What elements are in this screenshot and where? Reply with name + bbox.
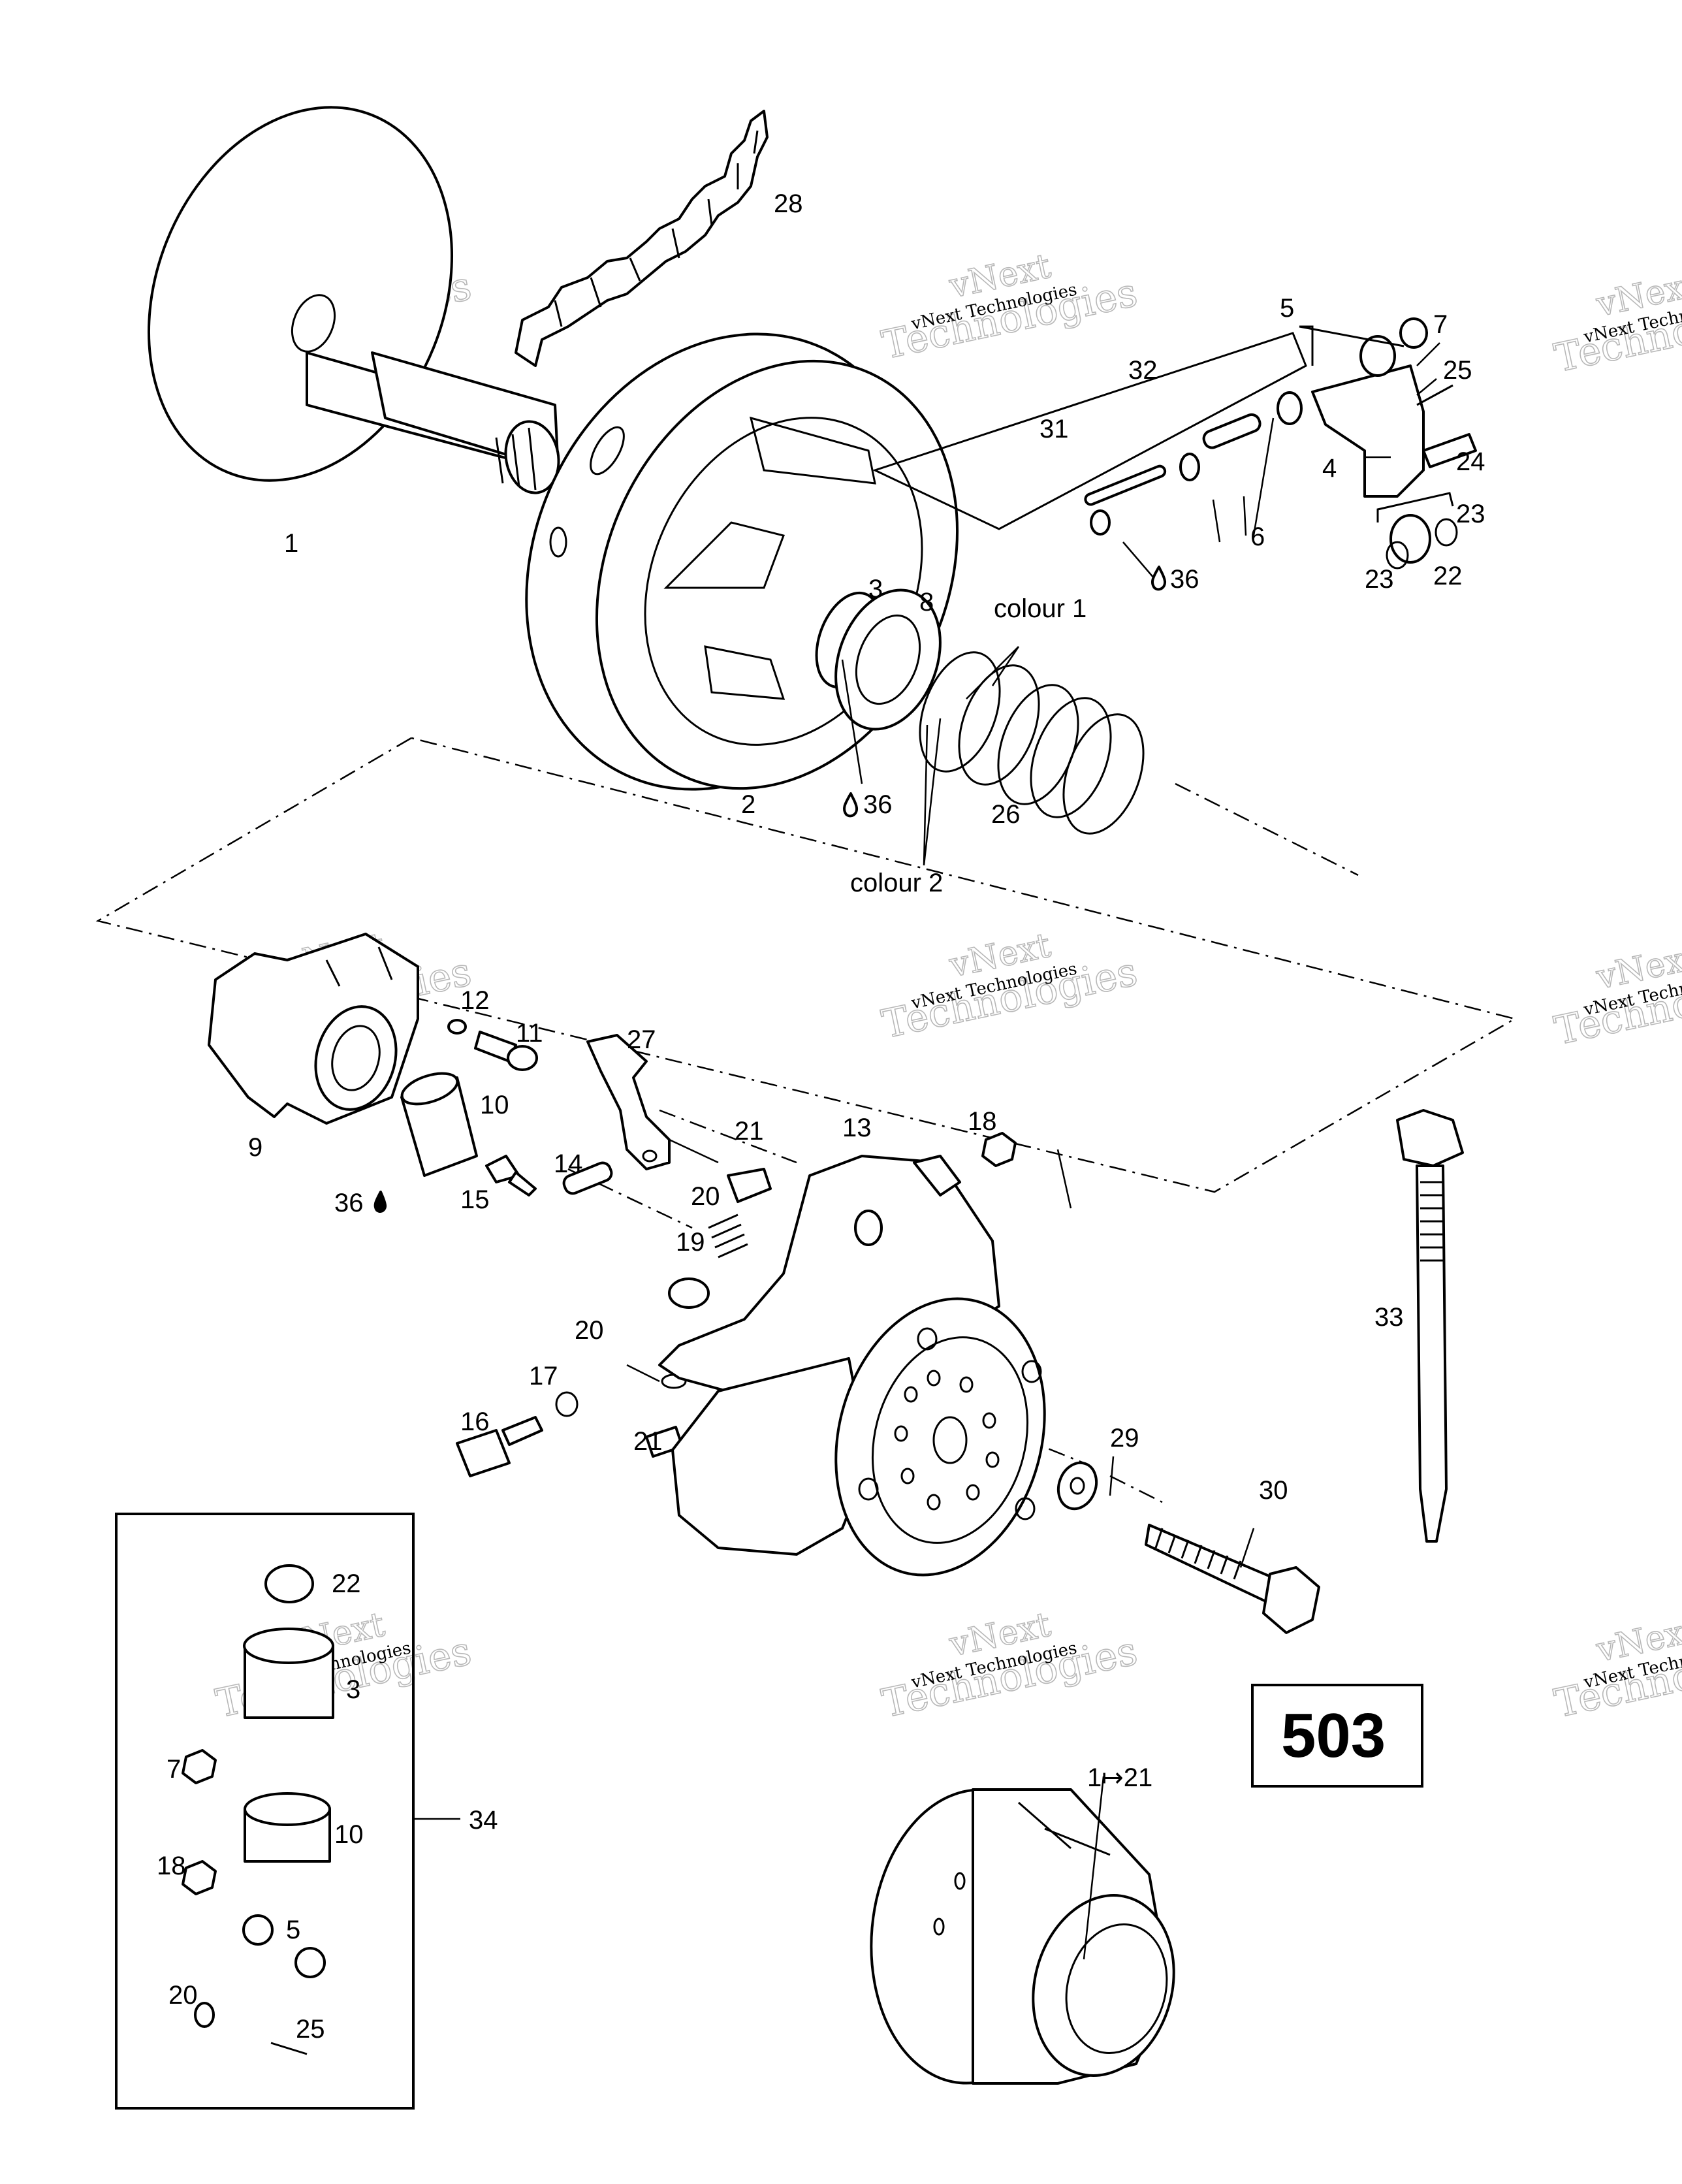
label-part-24: 24 [1456, 447, 1485, 476]
label-kit-3: 3 [346, 1675, 360, 1704]
label-part-2: 2 [741, 790, 755, 819]
lubricant-drop-icons [373, 566, 1167, 1213]
label-part-16: 16 [460, 1407, 490, 1436]
label-part-21b: 21 [633, 1427, 663, 1456]
watermark-7: vNext Technologies vNext Technologies [1550, 265, 1682, 382]
label-part-36c: 36 [334, 1189, 364, 1217]
watermark-4: vNext Technologies vNext Technologies [878, 925, 1142, 1048]
puller-bolt [1396, 1109, 1464, 1543]
label-part-25: 25 [1443, 356, 1472, 385]
label-part-13: 13 [842, 1114, 872, 1142]
upper-axis-line [659, 1109, 797, 1164]
watermark-9: vNext Technologies vNext Technologies [1550, 1610, 1682, 1727]
label-part-30: 30 [1259, 1476, 1288, 1505]
label-part-15: 15 [460, 1185, 490, 1214]
label-part-22: 22 [1433, 562, 1463, 590]
assembly-axes [95, 737, 1517, 1503]
label-part-21a: 21 [735, 1117, 764, 1146]
drive-belt [515, 110, 769, 367]
label-part-36b: 36 [863, 790, 893, 819]
label-kit-18: 18 [157, 1852, 186, 1880]
label-part-33: 33 [1374, 1303, 1404, 1332]
label-part-23a: 23 [1456, 500, 1485, 528]
kit-box [115, 1513, 460, 2110]
spring-seat-washer [834, 588, 942, 731]
label-part-17: 17 [529, 1362, 558, 1390]
label-part-10: 10 [480, 1091, 509, 1119]
label-part-27: 27 [627, 1025, 656, 1054]
label-part-11: 11 [516, 1019, 543, 1048]
label-part-8: 8 [919, 588, 934, 617]
spider-bushing [400, 1072, 478, 1177]
roller-pin-and-screw [485, 1155, 613, 1196]
label-kit-7: 7 [167, 1755, 181, 1784]
label-part-31: 31 [1039, 415, 1069, 443]
watermark-8: vNext Technologies vNext Technologies [1550, 937, 1682, 1055]
label-part-26: 26 [991, 800, 1021, 829]
pivot-bolt [456, 1416, 543, 1477]
label-part-18: 18 [968, 1107, 997, 1136]
page-number: 503 [1281, 1701, 1386, 1771]
label-kit-10: 10 [334, 1820, 364, 1849]
label-part-6: 6 [1250, 522, 1265, 551]
page-number-box [1251, 1684, 1423, 1788]
label-part-5: 5 [1280, 294, 1294, 323]
spring-axis-line [1175, 782, 1359, 876]
lubricant-drop-icon [842, 792, 859, 818]
label-part-9: 9 [248, 1133, 262, 1162]
label-kit-25: 25 [296, 2015, 325, 2044]
label-kit-5: 5 [286, 1916, 300, 1944]
label-part-36a: 36 [1170, 565, 1199, 594]
label-part-1: 1 [284, 529, 298, 558]
cam-weight [586, 1034, 671, 1170]
lubricant-drop-icon [373, 1191, 387, 1213]
label-part-19: 19 [676, 1228, 705, 1257]
locknut [981, 1132, 1017, 1167]
dashed-frame [95, 737, 1517, 1193]
label-part-20a: 20 [691, 1182, 720, 1211]
label-kit-20: 20 [168, 1981, 198, 2010]
clutch-spring [919, 651, 1145, 835]
label-part-28: 28 [774, 189, 803, 218]
roller-lever-assembly [872, 317, 1477, 570]
assembled-clutch [870, 1788, 1175, 2085]
watermark-2: vNext Technologies vNext Technologies [878, 246, 1142, 369]
label-part-29: 29 [1110, 1424, 1139, 1453]
label-part-4: 4 [1322, 454, 1337, 483]
label-part-32: 32 [1128, 356, 1158, 385]
governor-cup [658, 1155, 1046, 1577]
part-labels: 1 2 3 4 5 6 7 8 9 10 11 12 13 14 15 16 1… [157, 189, 1485, 2044]
label-colour-1: colour 1 [994, 594, 1087, 623]
label-assembly: 1↦21 [1087, 1763, 1152, 1792]
label-part-12: 12 [460, 986, 490, 1015]
label-kit-22: 22 [332, 1569, 361, 1598]
label-colour-2: colour 2 [850, 869, 943, 897]
label-part-14: 14 [554, 1149, 583, 1178]
center-bolt-and-washer [1056, 1461, 1320, 1634]
label-part-20b: 20 [575, 1316, 604, 1345]
label-part-7: 7 [1433, 310, 1448, 339]
roller-axis-line [567, 1168, 693, 1229]
label-kit-34: 34 [469, 1806, 498, 1835]
watermark-6: vNext Technologies vNext Technologies [878, 1605, 1142, 1727]
spider-cam-arm [208, 933, 419, 1125]
spider-screw [447, 1019, 538, 1071]
fixed-sheave [148, 106, 560, 494]
label-part-23b: 23 [1365, 565, 1394, 594]
lubricant-drop-icon [1150, 566, 1167, 591]
label-part-3: 3 [868, 575, 883, 603]
